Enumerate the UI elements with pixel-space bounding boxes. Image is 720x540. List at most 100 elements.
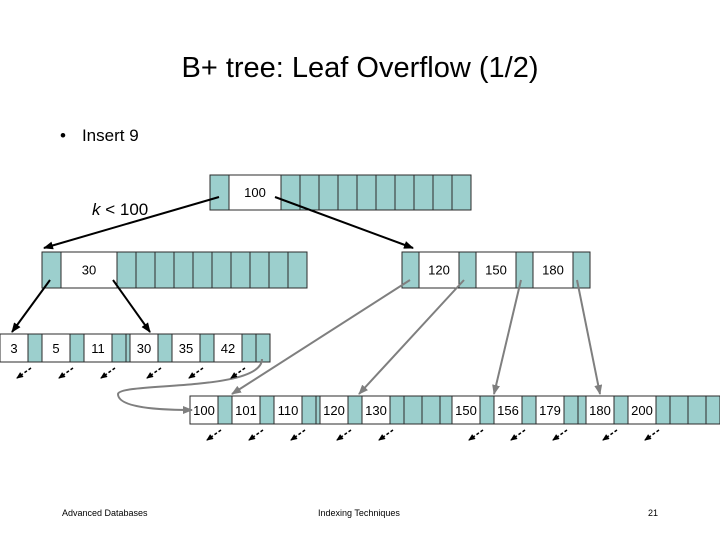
leaf-key-cell: [535, 395, 565, 425]
leaf-node: 120 130: [319, 395, 455, 425]
root-node-pointer-slot: [432, 174, 453, 211]
internal-node-right-key: 150: [485, 263, 507, 278]
annotation-k: k: [92, 200, 102, 219]
internal-node-right-key: 180: [542, 263, 564, 278]
leaf-key: 5: [52, 341, 59, 356]
record-pointer-arrow: [468, 429, 484, 441]
record-pointer-arrow: [206, 429, 222, 441]
tree-pointer-arrows: [11, 196, 603, 414]
internal-node-left-pointer-slot: [192, 251, 213, 289]
leaf-pointer-slot: [655, 395, 671, 425]
right-internal-pointer-3: [492, 279, 522, 395]
record-pointer-arrow: [552, 429, 568, 441]
leaf-key-cell: [231, 395, 261, 425]
root-node-key-cell: [228, 174, 282, 211]
root-node-pointer-slot: [356, 174, 377, 211]
leaf-pointer-slot: [479, 395, 495, 425]
bullet-item: • Insert 9: [60, 126, 139, 146]
leaf-empty-slot: [687, 395, 707, 425]
internal-node-left-pointer-slot: [116, 251, 137, 289]
internal-node-left-empty-slot: [249, 251, 270, 289]
internal-node-right-pointer-slot: [515, 251, 534, 289]
internal-node-left-key: 30: [82, 263, 96, 278]
internal-node-left-pointer-slot: [41, 251, 62, 289]
record-pointer-arrow: [378, 429, 394, 441]
bullet-dot-icon: •: [60, 126, 66, 145]
leaf-key: 30: [137, 341, 151, 356]
root-right-pointer: [274, 196, 414, 249]
footer-page-number: 21: [648, 508, 659, 518]
internal-node-left-empty-slot: [173, 251, 194, 289]
internal-node-left-pointer-slot: [154, 251, 175, 289]
leaf-pointer-slot: [347, 395, 363, 425]
root-node: 100: [209, 174, 472, 211]
leaf-key-cell: [189, 395, 219, 425]
slide-title: B+ tree: Leaf Overflow (1/2): [181, 52, 539, 84]
leaf-key: 110: [278, 403, 299, 418]
record-pointer-arrow: [290, 429, 306, 441]
footer-left: Advanced Databases: [62, 508, 148, 518]
leaf-empty-slot: [669, 395, 689, 425]
leaf-key: 101: [235, 403, 257, 418]
record-pointer-arrow: [146, 367, 162, 379]
internal-node-right-key-cell: [475, 251, 517, 289]
leaf-key: 200: [631, 403, 653, 418]
record-pointer-arrow: [58, 367, 74, 379]
leaf-pointer-slot: [563, 395, 579, 425]
internal-node-left-pointer-slot: [230, 251, 251, 289]
leaf-key: 156: [497, 403, 519, 418]
record-pointer-arrow: [336, 429, 352, 441]
annotation-text: k < 100: [92, 200, 148, 219]
internal-node-left-pointer-slot: [268, 251, 289, 289]
leaf-pointer-slot: [613, 395, 629, 425]
leaf-pointer-slot: [521, 395, 537, 425]
root-node-pointer-slot: [209, 174, 230, 211]
leaf-key: 130: [365, 403, 387, 418]
leaf-empty-slot: [403, 395, 423, 425]
leaf-node: 180 200: [585, 395, 720, 425]
leaf-key-cell: [41, 333, 71, 363]
leaf-pointer-slot: [389, 395, 405, 425]
leaf-pointer-slot: [111, 333, 127, 363]
leaf-key: 120: [323, 403, 345, 418]
leaf-key-cell: [129, 333, 159, 363]
annotation-rest: < 100: [101, 200, 149, 219]
leaf-key: 35: [179, 341, 193, 356]
record-pointer-arrow: [248, 429, 264, 441]
leaf-pointer-slot: [27, 333, 43, 363]
right-internal-pointer-1: [231, 279, 411, 395]
leaf-key-cell: [273, 395, 303, 425]
internal-node-left: 30: [41, 251, 308, 289]
leaf-key-cell: [171, 333, 201, 363]
root-node-key: 100: [244, 185, 266, 200]
leaf-pointer-slot: [241, 333, 257, 363]
leaf-key-cell: [319, 395, 349, 425]
leaf-key-cell: [493, 395, 523, 425]
record-pointer-arrow: [230, 367, 246, 379]
root-left-pointer: [43, 196, 220, 250]
leaf-key: 3: [10, 341, 17, 356]
internal-node-left-key-cell: [60, 251, 118, 289]
leaf-key: 180: [589, 403, 611, 418]
root-node-empty-slot: [375, 174, 396, 211]
leaf-next-pointer: [255, 333, 271, 363]
internal-node-right-pointer-slot: [572, 251, 591, 289]
root-node-pointer-slot: [318, 174, 339, 211]
leaf-node: 30 35 42: [129, 333, 271, 363]
record-pointers: [16, 367, 660, 441]
leaf-key: 42: [221, 341, 235, 356]
root-node-empty-slot: [299, 174, 320, 211]
record-pointer-arrow: [100, 367, 116, 379]
leaf-key-cell: [0, 333, 29, 363]
root-node-empty-slot: [451, 174, 472, 211]
leaf-pointer-slot: [69, 333, 85, 363]
leaf-key-cell: [213, 333, 243, 363]
bullet-text: Insert 9: [81, 126, 139, 145]
leaf-empty-slot: [421, 395, 441, 425]
leaf-pointer-slot: [157, 333, 173, 363]
right-internal-pointer-2: [358, 279, 465, 395]
